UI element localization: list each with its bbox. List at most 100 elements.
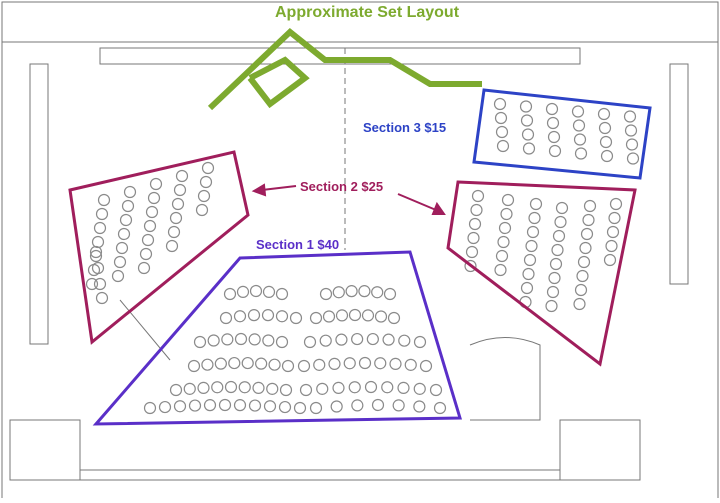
seat [123, 185, 137, 199]
aisle-line [119, 299, 171, 361]
seat [335, 309, 349, 322]
seat [523, 253, 537, 267]
seat [580, 227, 594, 241]
seat [201, 161, 215, 175]
seat [374, 310, 388, 323]
seat [554, 215, 567, 229]
seat [121, 199, 135, 213]
seat [228, 356, 241, 370]
seat [525, 239, 538, 253]
seat [496, 139, 510, 153]
seat [548, 144, 562, 158]
seat [111, 269, 125, 283]
seat [141, 233, 155, 247]
seat [117, 227, 131, 241]
seat [248, 399, 262, 412]
seat [495, 125, 509, 139]
seat [597, 107, 611, 121]
seat [165, 239, 179, 253]
seat [381, 381, 394, 394]
seat [519, 100, 533, 113]
seat [289, 311, 303, 325]
seat [97, 193, 111, 207]
seat [309, 311, 323, 325]
seat [169, 383, 183, 397]
seat [387, 311, 401, 325]
seat [529, 197, 543, 211]
seat [262, 285, 276, 298]
seat [91, 261, 105, 275]
seat [238, 381, 251, 394]
seat [521, 128, 535, 141]
arrow-left [261, 185, 297, 191]
seat [626, 152, 640, 165]
section-3-seats [493, 97, 640, 165]
seat [171, 197, 185, 211]
seat [319, 287, 333, 301]
seat [266, 382, 279, 395]
seat [85, 277, 99, 291]
seat [343, 357, 356, 370]
seat [218, 398, 232, 412]
seat [119, 213, 133, 227]
seat [263, 400, 277, 413]
seat [572, 119, 586, 132]
seat [197, 381, 210, 394]
seat [598, 121, 612, 135]
seat [413, 335, 427, 349]
seat [545, 299, 558, 313]
seat [248, 333, 261, 346]
seat [549, 257, 563, 271]
seat [93, 221, 107, 235]
seat [95, 291, 109, 305]
seat [214, 357, 227, 370]
seat [195, 203, 209, 217]
seat [93, 277, 107, 291]
seat [361, 309, 375, 322]
seat [467, 231, 480, 245]
seat [95, 207, 109, 221]
seat [233, 310, 247, 323]
seat [599, 135, 613, 149]
seat [520, 281, 534, 295]
seat [313, 358, 326, 371]
seat [332, 286, 345, 299]
section-2-left-outline [68, 150, 250, 345]
seat [278, 400, 292, 414]
seat [137, 261, 151, 275]
seat [624, 124, 638, 137]
seat [262, 334, 275, 347]
seat [275, 310, 289, 323]
seat [608, 211, 621, 225]
seat [501, 193, 515, 207]
seat [470, 203, 483, 217]
seat [433, 401, 447, 415]
seat [382, 333, 395, 346]
seat [158, 400, 172, 414]
seat [169, 211, 183, 225]
seat [464, 259, 477, 273]
seat [143, 401, 157, 415]
seat [293, 401, 307, 415]
seat [247, 309, 261, 322]
seat [224, 380, 238, 394]
section-2-right-outline [446, 180, 637, 367]
seat [223, 287, 237, 301]
seat [351, 399, 364, 412]
seat [297, 359, 311, 373]
seat [495, 249, 509, 263]
seat [252, 381, 265, 394]
seat [309, 401, 323, 415]
seat [371, 286, 384, 299]
seat [419, 359, 433, 373]
seat [145, 205, 159, 219]
seat [187, 359, 201, 373]
seat [552, 229, 566, 243]
seat [279, 383, 293, 397]
seat [397, 381, 410, 394]
seat [234, 332, 248, 346]
seat [546, 285, 560, 299]
seat [299, 383, 313, 397]
section-2-right-seats [464, 189, 623, 313]
seat [398, 334, 411, 347]
